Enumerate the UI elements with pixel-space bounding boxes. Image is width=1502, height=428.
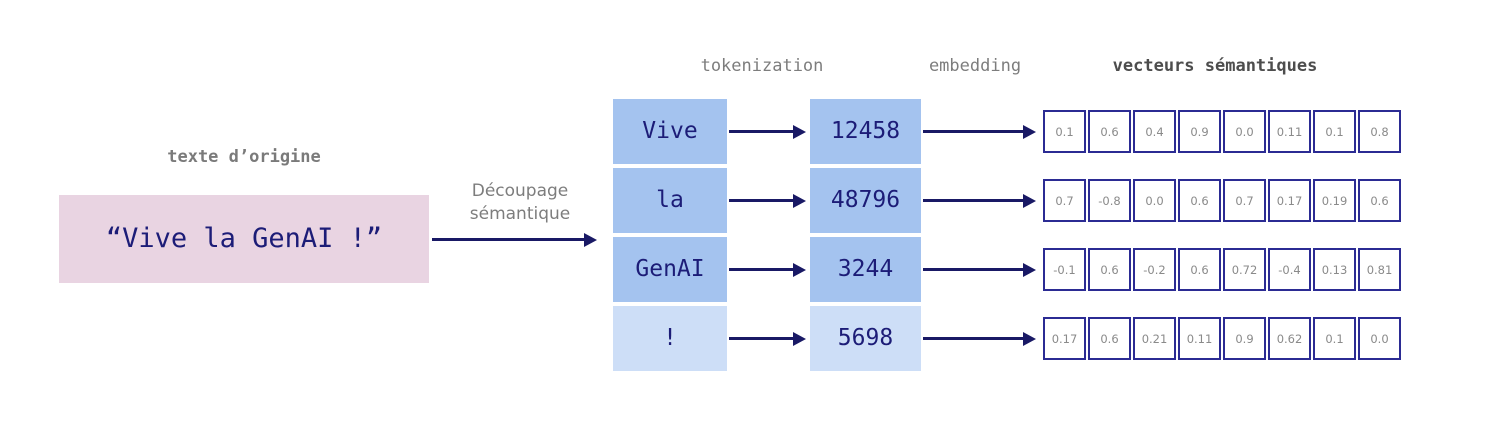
vector-value: 0.6 bbox=[1088, 110, 1131, 153]
vector-value: 0.11 bbox=[1268, 110, 1311, 153]
arrow-token-to-id bbox=[729, 199, 793, 202]
vector-value: 0.9 bbox=[1223, 317, 1266, 360]
vector-value: 0.21 bbox=[1133, 317, 1176, 360]
vector-value: 0.6 bbox=[1088, 248, 1131, 291]
token-id-cell: 5698 bbox=[810, 306, 921, 371]
source-text-box: “Vive la GenAI !” bbox=[59, 195, 429, 283]
vector-value: 0.1 bbox=[1043, 110, 1086, 153]
vector-value: -0.1 bbox=[1043, 248, 1086, 291]
header-semantic-vectors: vecteurs sémantiques bbox=[1112, 56, 1318, 76]
token-cell: ! bbox=[613, 306, 727, 371]
vector-value: -0.2 bbox=[1133, 248, 1176, 291]
vector-value: 0.7 bbox=[1223, 179, 1266, 222]
arrow-token-to-id bbox=[729, 337, 793, 340]
arrow-id-to-vector bbox=[923, 268, 1023, 271]
split-arrow-label-line2: sémantique bbox=[469, 204, 571, 224]
vector-value: -0.4 bbox=[1268, 248, 1311, 291]
vector-value: 0.6 bbox=[1088, 317, 1131, 360]
vector-value: 0.1 bbox=[1313, 110, 1356, 153]
token-id-cell: 3244 bbox=[810, 237, 921, 302]
token-cell: Vive bbox=[613, 99, 727, 164]
vector-value: 0.19 bbox=[1313, 179, 1356, 222]
split-arrow-label: Découpage sémantique bbox=[440, 180, 600, 226]
vector-value: 0.11 bbox=[1178, 317, 1221, 360]
source-text-title: texte d’origine bbox=[167, 147, 321, 167]
vector-row: -0.1 0.6 -0.2 0.6 0.72 -0.4 0.13 0.81 bbox=[1043, 248, 1401, 291]
token-cell: la bbox=[613, 168, 727, 233]
arrow-token-to-id bbox=[729, 130, 793, 133]
vector-value: 0.9 bbox=[1178, 110, 1221, 153]
vector-value: 0.8 bbox=[1358, 110, 1401, 153]
vector-value: 0.0 bbox=[1133, 179, 1176, 222]
vector-value: 0.7 bbox=[1043, 179, 1086, 222]
vector-value: 0.6 bbox=[1358, 179, 1401, 222]
vector-value: 0.17 bbox=[1043, 317, 1086, 360]
vector-value: 0.1 bbox=[1313, 317, 1356, 360]
vector-value: 0.81 bbox=[1358, 248, 1401, 291]
vector-value: 0.0 bbox=[1358, 317, 1401, 360]
token-id-cell: 48796 bbox=[810, 168, 921, 233]
vector-row: 0.1 0.6 0.4 0.9 0.0 0.11 0.1 0.8 bbox=[1043, 110, 1401, 153]
token-id-cell: 12458 bbox=[810, 99, 921, 164]
vector-value: 0.6 bbox=[1178, 179, 1221, 222]
arrow-id-to-vector bbox=[923, 199, 1023, 202]
split-arrow-label-line1: Découpage bbox=[471, 181, 569, 201]
vector-value: 0.0 bbox=[1223, 110, 1266, 153]
vector-value: 0.6 bbox=[1178, 248, 1221, 291]
arrow-token-to-id bbox=[729, 268, 793, 271]
vector-value: 0.4 bbox=[1133, 110, 1176, 153]
vector-value: -0.8 bbox=[1088, 179, 1131, 222]
vector-value: 0.17 bbox=[1268, 179, 1311, 222]
arrow-id-to-vector bbox=[923, 337, 1023, 340]
vector-value: 0.62 bbox=[1268, 317, 1311, 360]
header-embedding: embedding bbox=[928, 56, 1022, 76]
vector-value: 0.13 bbox=[1313, 248, 1356, 291]
header-tokenization: tokenization bbox=[700, 56, 824, 76]
vector-row: 0.17 0.6 0.21 0.11 0.9 0.62 0.1 0.0 bbox=[1043, 317, 1401, 360]
vector-value: 0.72 bbox=[1223, 248, 1266, 291]
arrow-source-to-tokens bbox=[432, 238, 584, 241]
token-cell: GenAI bbox=[613, 237, 727, 302]
vector-row: 0.7 -0.8 0.0 0.6 0.7 0.17 0.19 0.6 bbox=[1043, 179, 1401, 222]
arrow-id-to-vector bbox=[923, 130, 1023, 133]
